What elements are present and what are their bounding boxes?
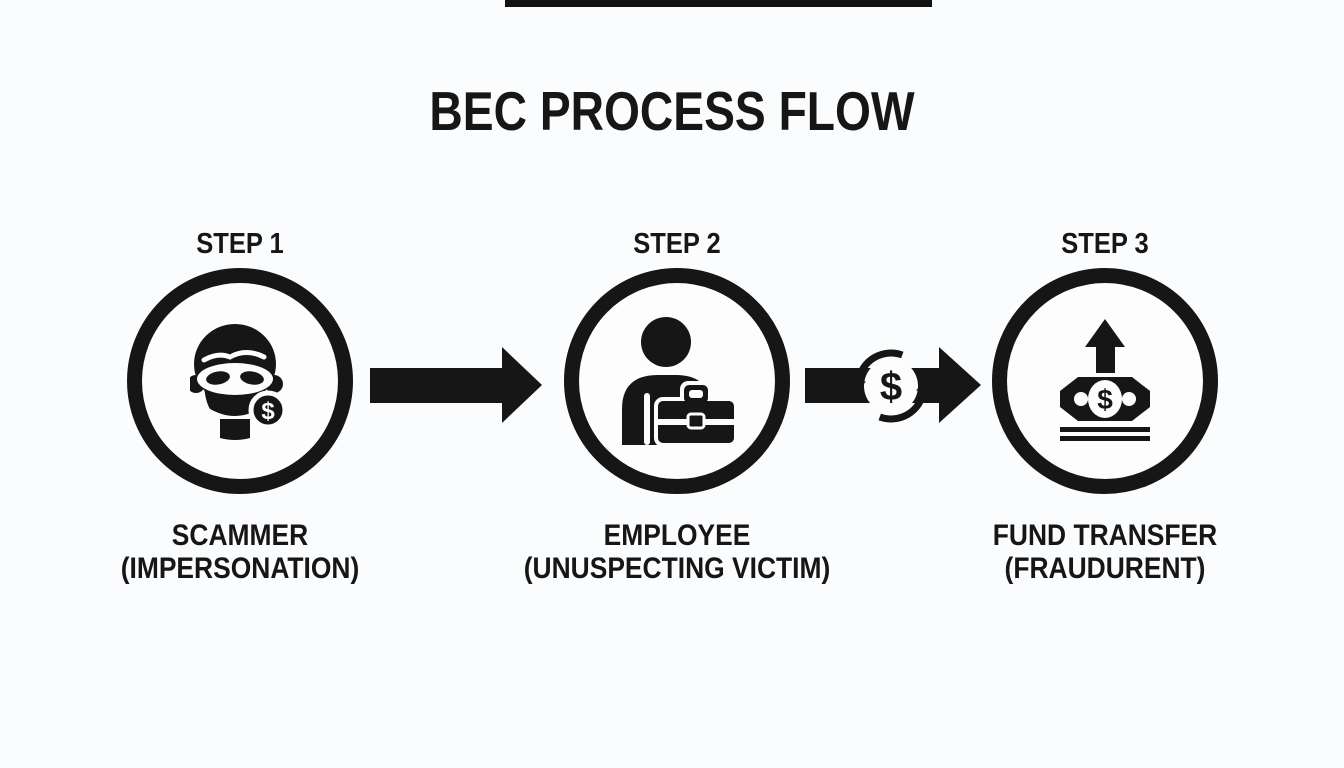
exchange-dollar-symbol: $ [880,365,902,409]
briefcase-clasp [686,412,706,430]
step-3-label: STEP 3 [1061,228,1149,260]
banknote-dollar-symbol: $ [1097,384,1113,415]
step-1-label: STEP 1 [196,228,284,260]
top-edge-artifact-bar [505,0,932,7]
arm-divider-line [644,393,650,445]
employee-briefcase-icon [622,317,738,445]
step-1-caption-line1: SCAMMER [171,519,309,552]
step-1-caption: SCAMMER (IMPERSONATION) [64,519,416,585]
eye-mask [197,363,273,395]
dollar-coin [248,390,288,430]
step-3-column: STEP 3 $ FUND TRANSFER [905,0,1305,768]
step-1-column: STEP 1 $ SCAM [40,0,440,768]
step-2-caption: EMPLOYEE (UNUSPECTING VICTIM) [501,519,853,585]
diagram-title: BEC PROCESS FLOW [429,80,915,142]
arrow-step1-to-step2 [370,345,542,425]
currency-exchange-badge: $ [848,343,934,429]
currency-exchange-icon: $ [851,349,931,423]
step-3-caption-line1: FUND TRANSFER [992,519,1218,552]
masked-scammer-icon: $ [190,324,288,440]
coin-dollar-symbol: $ [261,398,275,425]
step-3-caption: FUND TRANSFER (FRAUDURENT) [929,519,1281,585]
right-arrow-icon [370,347,542,423]
step-2-caption-line2: (UNUSPECTING VICTIM) [523,552,831,585]
step-2-caption-line1: EMPLOYEE [603,519,751,552]
step-3-caption-line2: (FRAUDURENT) [1004,552,1206,585]
step-1-caption-line2: (IMPERSONATION) [120,552,360,585]
step-2-label: STEP 2 [633,228,721,260]
step-3-circle: $ [992,268,1218,494]
step-2-column: STEP 2 EMPLOYEE [477,0,877,768]
briefcase [654,381,738,445]
step-2-circle [564,268,790,494]
up-arrow [1085,319,1125,347]
hair-fringe-line [201,350,267,363]
cash-up-arrow-icon: $ [1060,319,1150,441]
step-1-circle: $ [127,268,353,494]
